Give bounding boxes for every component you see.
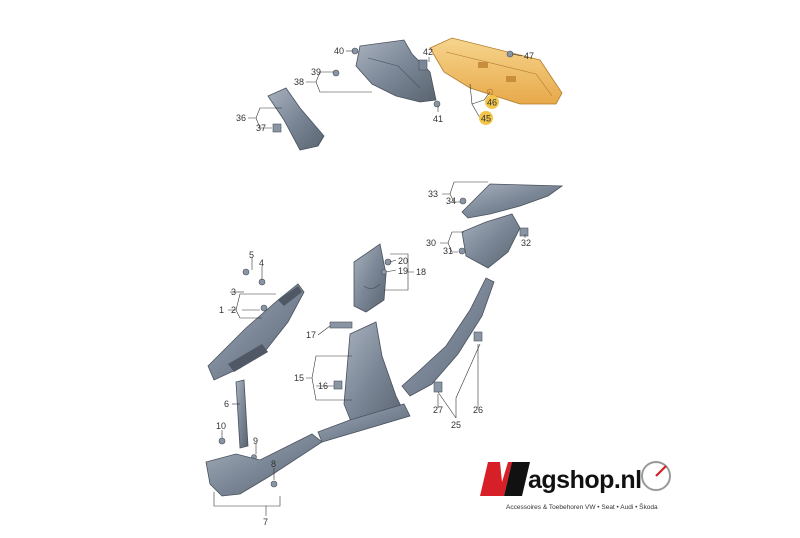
callout-33: 33	[428, 189, 438, 199]
callout-7: 7	[263, 517, 268, 527]
clip-part-42	[418, 59, 428, 71]
callout-45: 45	[481, 114, 491, 124]
b-pillar-inner-detail	[363, 283, 381, 289]
d-pillar-upper-trim	[461, 183, 564, 219]
callout-1: 1	[219, 305, 224, 315]
callout-31: 31	[443, 246, 453, 256]
screw-part-8	[270, 480, 278, 488]
leader-lines	[213, 50, 526, 516]
callout-5: 5	[249, 250, 254, 260]
callout-32: 32	[521, 238, 531, 248]
callout-37: 37	[256, 123, 266, 133]
gauge-icon	[641, 461, 671, 491]
clip-part-17	[329, 321, 353, 329]
callout-46: 46	[487, 98, 497, 108]
callout-2: 2	[231, 305, 236, 315]
callout-3: 3	[231, 287, 236, 297]
screw-part-41	[433, 100, 441, 108]
callout-9: 9	[253, 436, 258, 446]
rear-sill-trim	[401, 277, 495, 397]
screw-part-10	[218, 437, 226, 445]
callout-30: 30	[426, 238, 436, 248]
callout-46-badge: 46	[485, 95, 499, 109]
a-pillar-lower-strip	[235, 379, 249, 449]
callout-42: 42	[423, 47, 433, 57]
logo-graphic	[480, 461, 671, 496]
clip-part-20	[384, 258, 392, 266]
b-pillar-upper-trim	[267, 87, 325, 151]
callout-4: 4	[259, 258, 264, 268]
trim-clip-slot	[478, 62, 488, 68]
a-pillar-trim	[207, 283, 305, 381]
callout-labels: 40 42 47 39 38 41 36 37 46 45 33 34 30 3…	[216, 46, 534, 527]
clip-part-26	[473, 331, 483, 342]
clip-part-16	[333, 380, 343, 390]
callout-25: 25	[451, 420, 461, 430]
callout-26: 26	[473, 405, 483, 415]
c-pillar-upper-trim-detail	[367, 57, 421, 89]
logo-black-block	[504, 462, 530, 496]
c-pillar-upper-trim	[355, 39, 437, 103]
gauge-needle	[655, 465, 667, 477]
callout-40: 40	[334, 46, 344, 56]
callout-16: 16	[318, 381, 328, 391]
callout-47: 47	[524, 51, 534, 61]
clip-part-31	[458, 247, 466, 255]
callout-38: 38	[294, 77, 304, 87]
rear-upper-trim-ridge	[445, 51, 553, 97]
b-pillar-inner-upper-trim	[353, 243, 387, 313]
callout-19: 19	[398, 266, 408, 276]
callout-27: 27	[433, 405, 443, 415]
clip-part-2	[260, 304, 268, 312]
clip-part-19	[381, 269, 387, 275]
vagshop-logo: agshop.nl Accessoires & Toebehoren VW • …	[478, 452, 678, 518]
callout-8: 8	[271, 459, 276, 469]
callout-39: 39	[311, 67, 321, 77]
callout-34: 34	[446, 196, 456, 206]
callout-10: 10	[216, 421, 226, 431]
callout-15: 15	[294, 373, 304, 383]
a-pillar-upper-insert	[278, 286, 302, 306]
a-pillar-speaker-grille	[228, 344, 268, 372]
callout-18: 18	[416, 267, 426, 277]
logo-v-cut	[500, 462, 508, 482]
screw-part-39	[332, 69, 340, 77]
clip-part-27	[433, 381, 443, 393]
callout-45-badge: 45	[479, 111, 493, 125]
c-pillar-lower-trim	[461, 213, 521, 269]
logo-brand-text: agshop.nl	[528, 466, 642, 494]
clip-part-34	[459, 197, 467, 205]
logo-tagline: Accessoires & Toebehoren VW • Seat • Aud…	[506, 504, 658, 511]
callout-41: 41	[433, 114, 443, 124]
callout-36: 36	[236, 113, 246, 123]
screw-part-5	[242, 268, 250, 276]
trim-clip-slot	[506, 76, 516, 82]
callout-20: 20	[398, 256, 408, 266]
clip-part-32	[519, 227, 529, 237]
clip-part-37	[272, 123, 282, 133]
front-sill-trim	[205, 433, 323, 497]
rear-upper-trim-panel	[429, 37, 563, 105]
callout-6: 6	[224, 399, 229, 409]
callout-17: 17	[306, 330, 316, 340]
